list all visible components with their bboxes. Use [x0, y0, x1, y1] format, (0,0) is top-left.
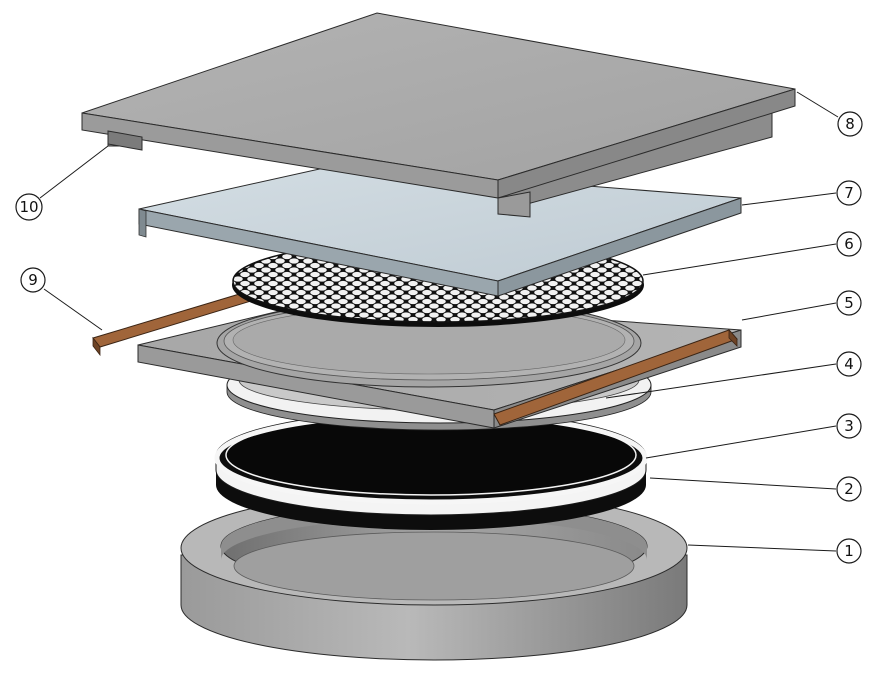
callout-4: 4	[605, 351, 862, 399]
callout-label-1: 1	[844, 542, 854, 560]
callout-label-2: 2	[844, 480, 854, 498]
callout-3: 3	[645, 413, 862, 459]
callout-5: 5	[741, 290, 862, 321]
part-8-top-plate	[81, 12, 796, 218]
callout-label-3: 3	[844, 417, 854, 435]
part-9-copper-strips	[92, 288, 738, 426]
part-7-sliding-plate	[138, 165, 742, 297]
callout-7: 7	[741, 180, 862, 206]
callout-2: 2	[649, 476, 862, 502]
callout-label-4: 4	[844, 355, 854, 373]
callout-label-6: 6	[844, 235, 854, 253]
callout-label-9: 9	[28, 271, 38, 289]
callout-8: 8	[796, 91, 863, 137]
callout-1: 1	[687, 538, 862, 564]
callout-label-7: 7	[844, 184, 854, 202]
callout-6: 6	[642, 231, 862, 276]
callout-label-5: 5	[844, 294, 854, 312]
callout-label-10: 10	[19, 198, 38, 216]
callout-10: 10	[15, 145, 109, 221]
part-10-top-plate-rim	[107, 130, 143, 151]
callout-9: 9	[20, 267, 103, 331]
callout-label-8: 8	[845, 115, 855, 133]
